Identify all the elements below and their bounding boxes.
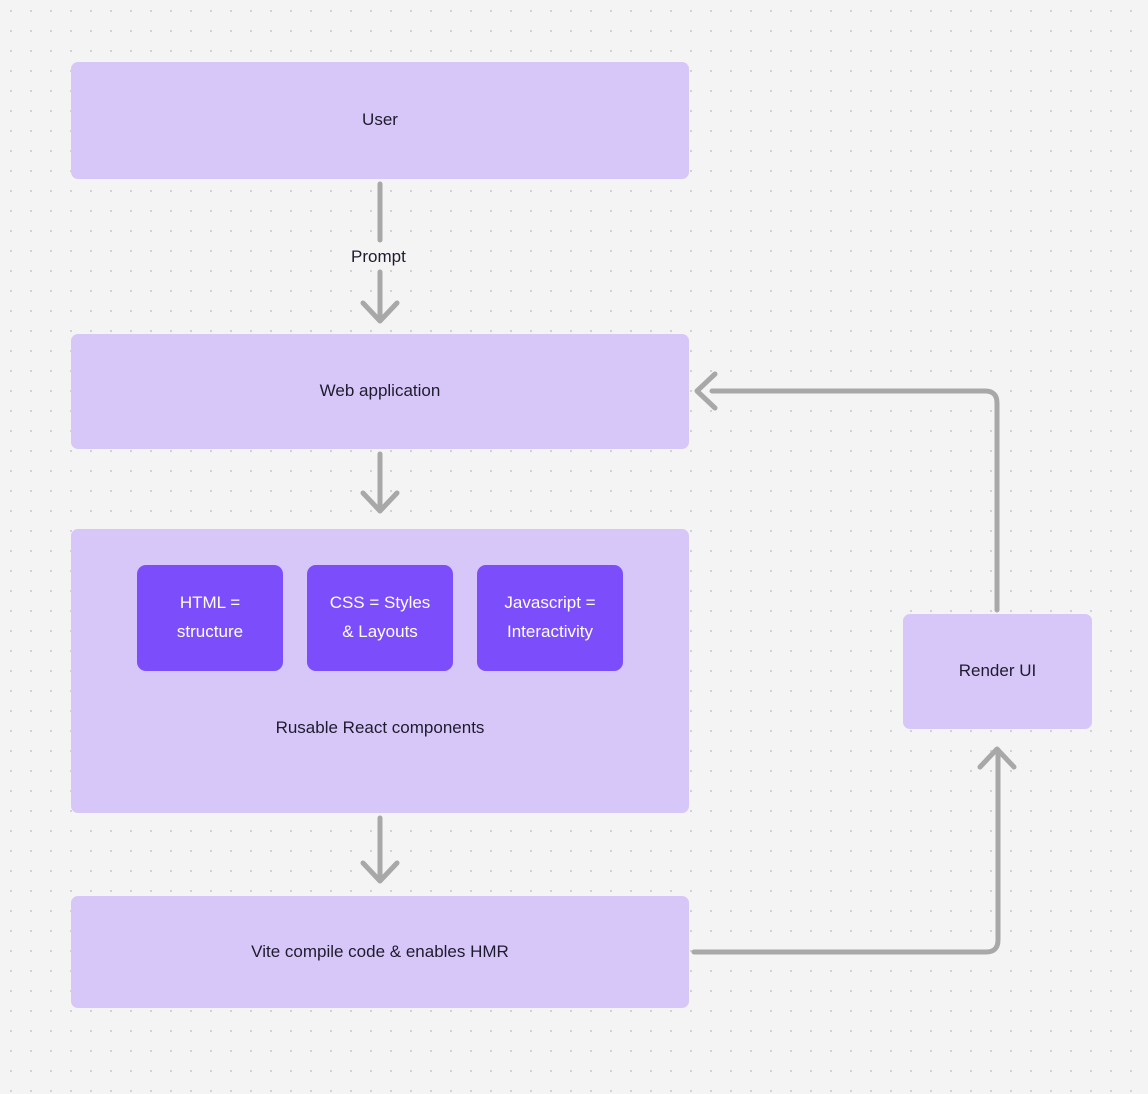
node-web-application-label: Web application bbox=[319, 381, 441, 401]
chip-css-line1: CSS = Styles bbox=[329, 593, 431, 613]
chip-html[interactable]: HTML = structure bbox=[137, 565, 283, 671]
chip-css[interactable]: CSS = Styles & Layouts bbox=[307, 565, 453, 671]
chip-javascript[interactable]: Javascript = Interactivity bbox=[477, 565, 623, 671]
chip-html-line1: HTML = bbox=[179, 593, 241, 613]
edge-vite-to-render bbox=[691, 747, 1001, 955]
chip-html-line2: structure bbox=[176, 622, 244, 641]
chip-css-label: CSS = Styles & Layouts bbox=[330, 589, 431, 647]
node-react-components-caption: Rusable React components bbox=[275, 718, 485, 737]
edge-render-to-webapp-arrowhead bbox=[694, 371, 718, 411]
chip-javascript-label: Javascript = Interactivity bbox=[504, 589, 595, 647]
node-user-label: User bbox=[362, 110, 398, 130]
edge-render-to-webapp bbox=[709, 388, 1000, 613]
node-render-ui[interactable]: Render UI bbox=[903, 614, 1092, 729]
node-vite[interactable]: Vite compile code & enables HMR bbox=[71, 896, 689, 1008]
edge-components-to-vite-arrowhead bbox=[360, 860, 400, 884]
chip-html-label: HTML = structure bbox=[177, 589, 243, 647]
node-react-components[interactable]: HTML = structure CSS = Styles & Layouts … bbox=[71, 529, 689, 813]
node-web-application[interactable]: Web application bbox=[71, 334, 689, 449]
edge-webapp-to-components-arrowhead bbox=[360, 490, 400, 514]
node-render-ui-label: Render UI bbox=[958, 661, 1037, 681]
chip-javascript-line1: Javascript = bbox=[504, 593, 596, 613]
components-inner: HTML = structure CSS = Styles & Layouts … bbox=[71, 529, 689, 813]
edge-vite-to-render-arrowhead bbox=[977, 746, 1017, 770]
node-user[interactable]: User bbox=[71, 62, 689, 179]
node-vite-label: Vite compile code & enables HMR bbox=[251, 941, 509, 961]
edge-label-prompt: Prompt bbox=[344, 246, 413, 268]
chip-css-line2: & Layouts bbox=[342, 622, 418, 641]
chip-row: HTML = structure CSS = Styles & Layouts … bbox=[71, 565, 689, 671]
edge-user-to-webapp-arrowhead bbox=[360, 300, 400, 324]
chip-javascript-line2: Interactivity bbox=[507, 622, 593, 641]
